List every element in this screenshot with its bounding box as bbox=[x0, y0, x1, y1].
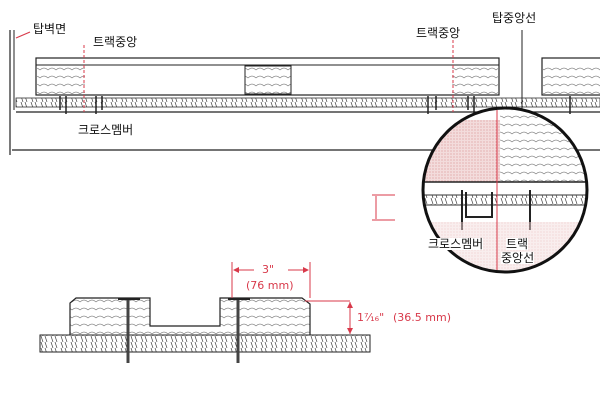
track-center-line-label-1: 트랙 bbox=[506, 237, 529, 251]
width-inches-label: 3" bbox=[262, 263, 275, 276]
wall-face-label: 탑벽면 bbox=[33, 22, 67, 36]
crossmember-label: 크로스멤버 bbox=[78, 123, 134, 137]
width-dimension bbox=[231, 262, 311, 298]
width-mm-label: (76 mm) bbox=[246, 279, 294, 292]
crossmember-detail-label: 크로스멤버 bbox=[428, 237, 484, 251]
wall bbox=[9, 30, 31, 155]
detail-height-dimension bbox=[372, 194, 395, 221]
top-board bbox=[35, 57, 600, 96]
height-inches-label: 1⁷⁄₁₆" bbox=[357, 311, 385, 324]
track-center-left-label: 트랙중앙 bbox=[93, 35, 138, 49]
top-center-line-label: 탑중앙선 bbox=[492, 11, 537, 25]
track-center-right-label: 트랙중앙 bbox=[416, 26, 461, 40]
track-center-line-label-2: 중앙선 bbox=[501, 251, 535, 265]
height-mm-label: (36.5 mm) bbox=[393, 311, 452, 324]
height-dimension bbox=[305, 300, 353, 334]
bottom-section bbox=[39, 297, 371, 363]
